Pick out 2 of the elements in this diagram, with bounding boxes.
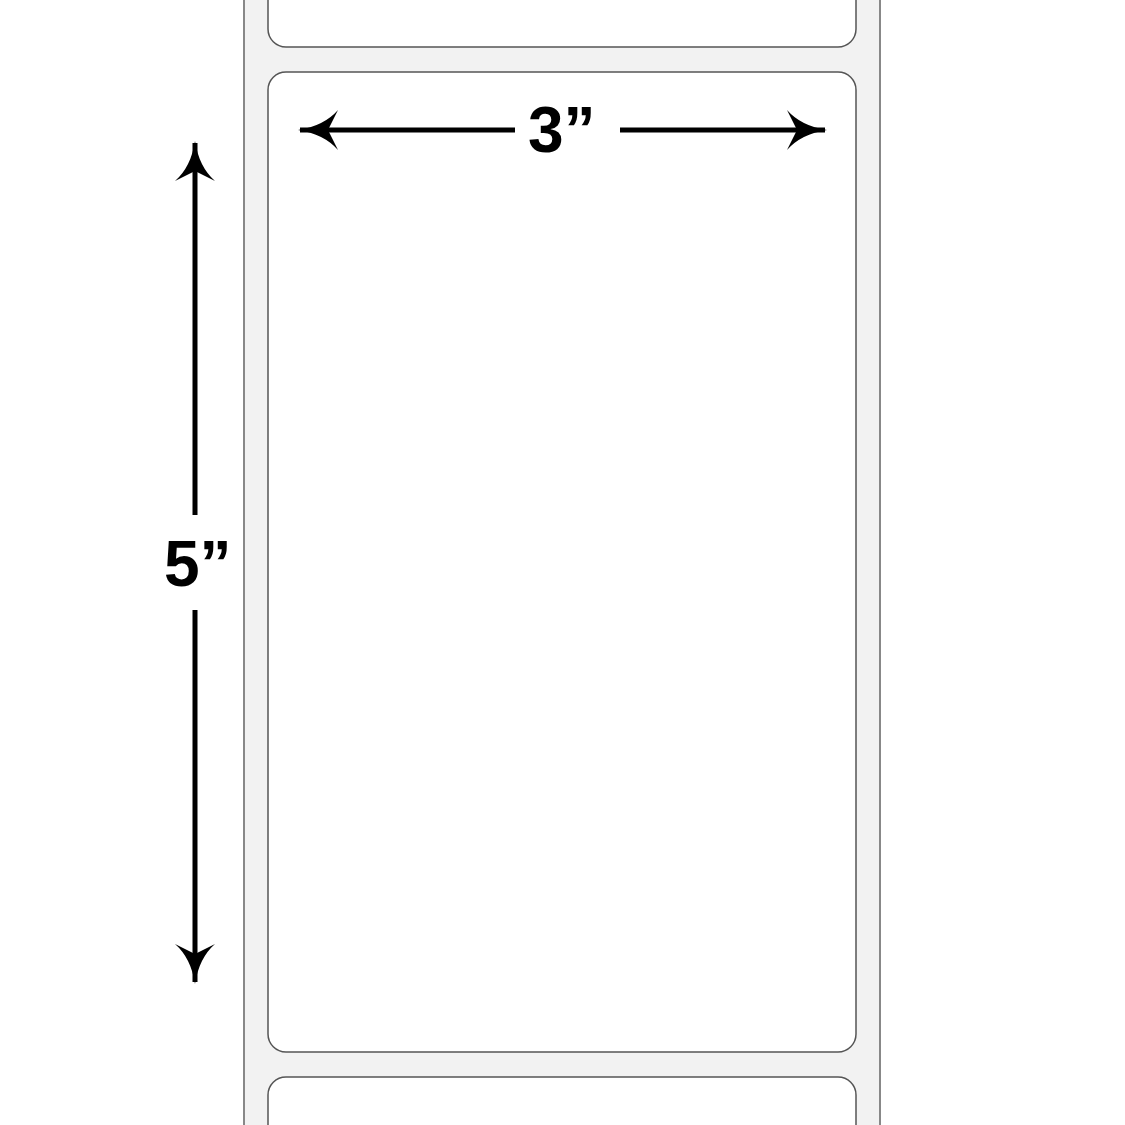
dimension-label: 3” — [528, 98, 596, 162]
dimension-label: 5” — [164, 532, 232, 596]
